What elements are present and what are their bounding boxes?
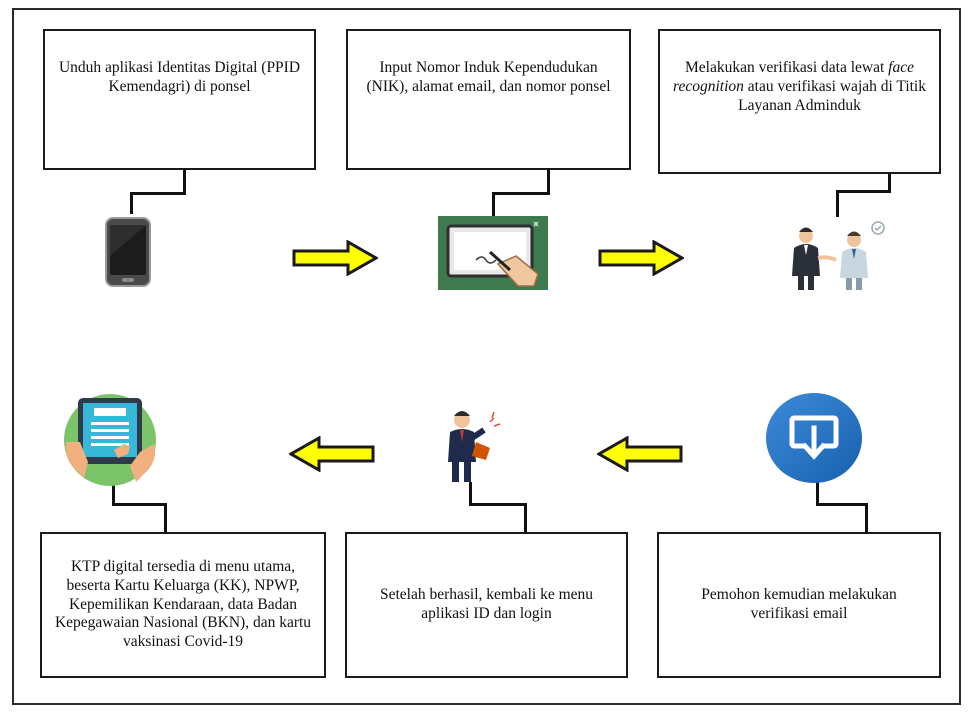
step-box-2: Input Nomor Induk Kependudukan (NIK), al… <box>346 29 631 170</box>
arrow-left-icon <box>597 436 683 472</box>
step-text-6: KTP digital tersedia di menu utama, bese… <box>54 557 312 651</box>
step-text-3: Melakukan verifikasi data lewat face rec… <box>673 59 926 114</box>
connector-3b <box>836 190 891 193</box>
connector-6 <box>112 480 115 506</box>
connector-6b <box>112 503 167 506</box>
step-text-2: Input Nomor Induk Kependudukan (NIK), al… <box>366 59 611 95</box>
connector-2c <box>492 192 495 216</box>
connector-4 <box>816 480 819 506</box>
step-box-6: KTP digital tersedia di menu utama, bese… <box>40 532 326 678</box>
connector-1b <box>130 192 186 195</box>
arrow-right-icon <box>292 240 378 276</box>
connector-2b <box>492 192 550 195</box>
step-box-1: Unduh aplikasi Identitas Digital (PPID K… <box>43 29 316 170</box>
arrow-right-icon <box>598 240 684 276</box>
step-text-4: Pemohon kemudian melakukan verifikasi em… <box>701 586 897 622</box>
step-box-5: Setelah berhasil, kembali ke menu aplika… <box>345 532 628 678</box>
handshake-verification-icon <box>792 221 885 290</box>
connector-3c <box>836 190 839 217</box>
connector-5b <box>469 503 527 506</box>
connector-4c <box>865 503 868 533</box>
arrow-left-icon <box>289 436 375 472</box>
smartphone-icon <box>105 217 151 287</box>
businessman-icon <box>448 411 501 482</box>
connector-2 <box>547 169 550 195</box>
step-text-5: Setelah berhasil, kembali ke menu aplika… <box>379 586 594 622</box>
connector-4b <box>816 503 868 506</box>
connector-5c <box>524 503 527 533</box>
download-circle-icon <box>766 393 862 483</box>
step-box-3: Melakukan verifikasi data lewat face rec… <box>658 29 941 174</box>
tablet-document-hand-icon <box>64 394 156 486</box>
connector-1 <box>183 169 186 195</box>
step-box-4: Pemohon kemudian melakukan verifikasi em… <box>657 532 941 678</box>
connector-1c <box>130 192 133 214</box>
step-text-1: Unduh aplikasi Identitas Digital (PPID K… <box>58 59 301 95</box>
tablet-signing-icon <box>438 216 548 290</box>
diagram-frame <box>12 8 961 705</box>
connector-5 <box>469 482 472 506</box>
connector-6c <box>164 503 167 533</box>
connector-3 <box>888 173 891 193</box>
